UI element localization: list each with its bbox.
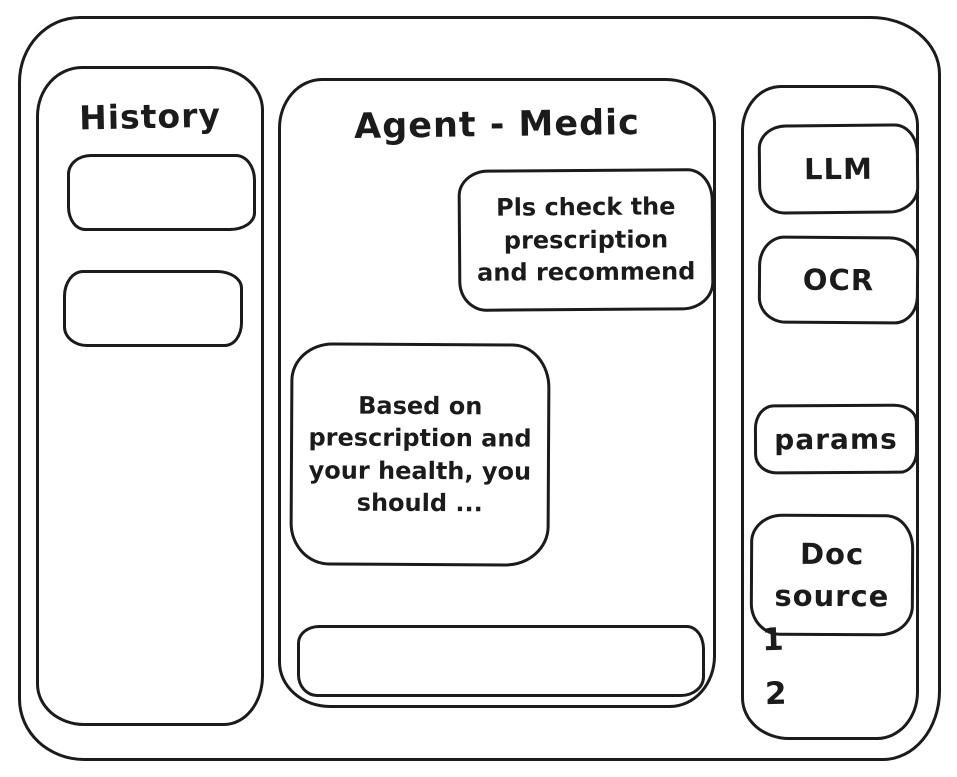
app-window: History Agent - Medic Pls check the pres…	[18, 16, 941, 761]
params-button-label: params	[774, 422, 898, 456]
llm-button[interactable]: LLM	[757, 123, 920, 215]
tools-panel: LLM OCR params Doc source 1 2	[741, 85, 920, 740]
doc-source-item-2[interactable]: 2	[764, 675, 787, 713]
chat-title: Agent - Medic	[353, 103, 641, 147]
params-button[interactable]: params	[753, 403, 919, 475]
assistant-message-bubble: Based on prescription and your health, y…	[289, 342, 551, 567]
llm-button-label: LLM	[803, 151, 874, 187]
ocr-button[interactable]: OCR	[757, 235, 920, 325]
chat-panel: Agent - Medic Pls check the prescription…	[278, 78, 716, 708]
history-item-2[interactable]	[63, 270, 243, 347]
ocr-button-label: OCR	[802, 262, 875, 298]
doc-source-button-label: Doc source	[774, 536, 890, 614]
doc-source-item-1[interactable]: 1	[761, 621, 785, 659]
history-panel: History	[36, 66, 264, 726]
history-title: History	[78, 95, 222, 138]
assistant-message-text: Based on prescription and your health, y…	[308, 391, 532, 518]
message-input[interactable]	[297, 625, 705, 697]
doc-source-button[interactable]: Doc source	[749, 513, 915, 637]
history-item-1[interactable]	[67, 154, 256, 231]
user-message-bubble: Pls check the prescription and recommend	[457, 168, 715, 312]
user-message-text: Pls check the prescription and recommend	[477, 192, 696, 287]
